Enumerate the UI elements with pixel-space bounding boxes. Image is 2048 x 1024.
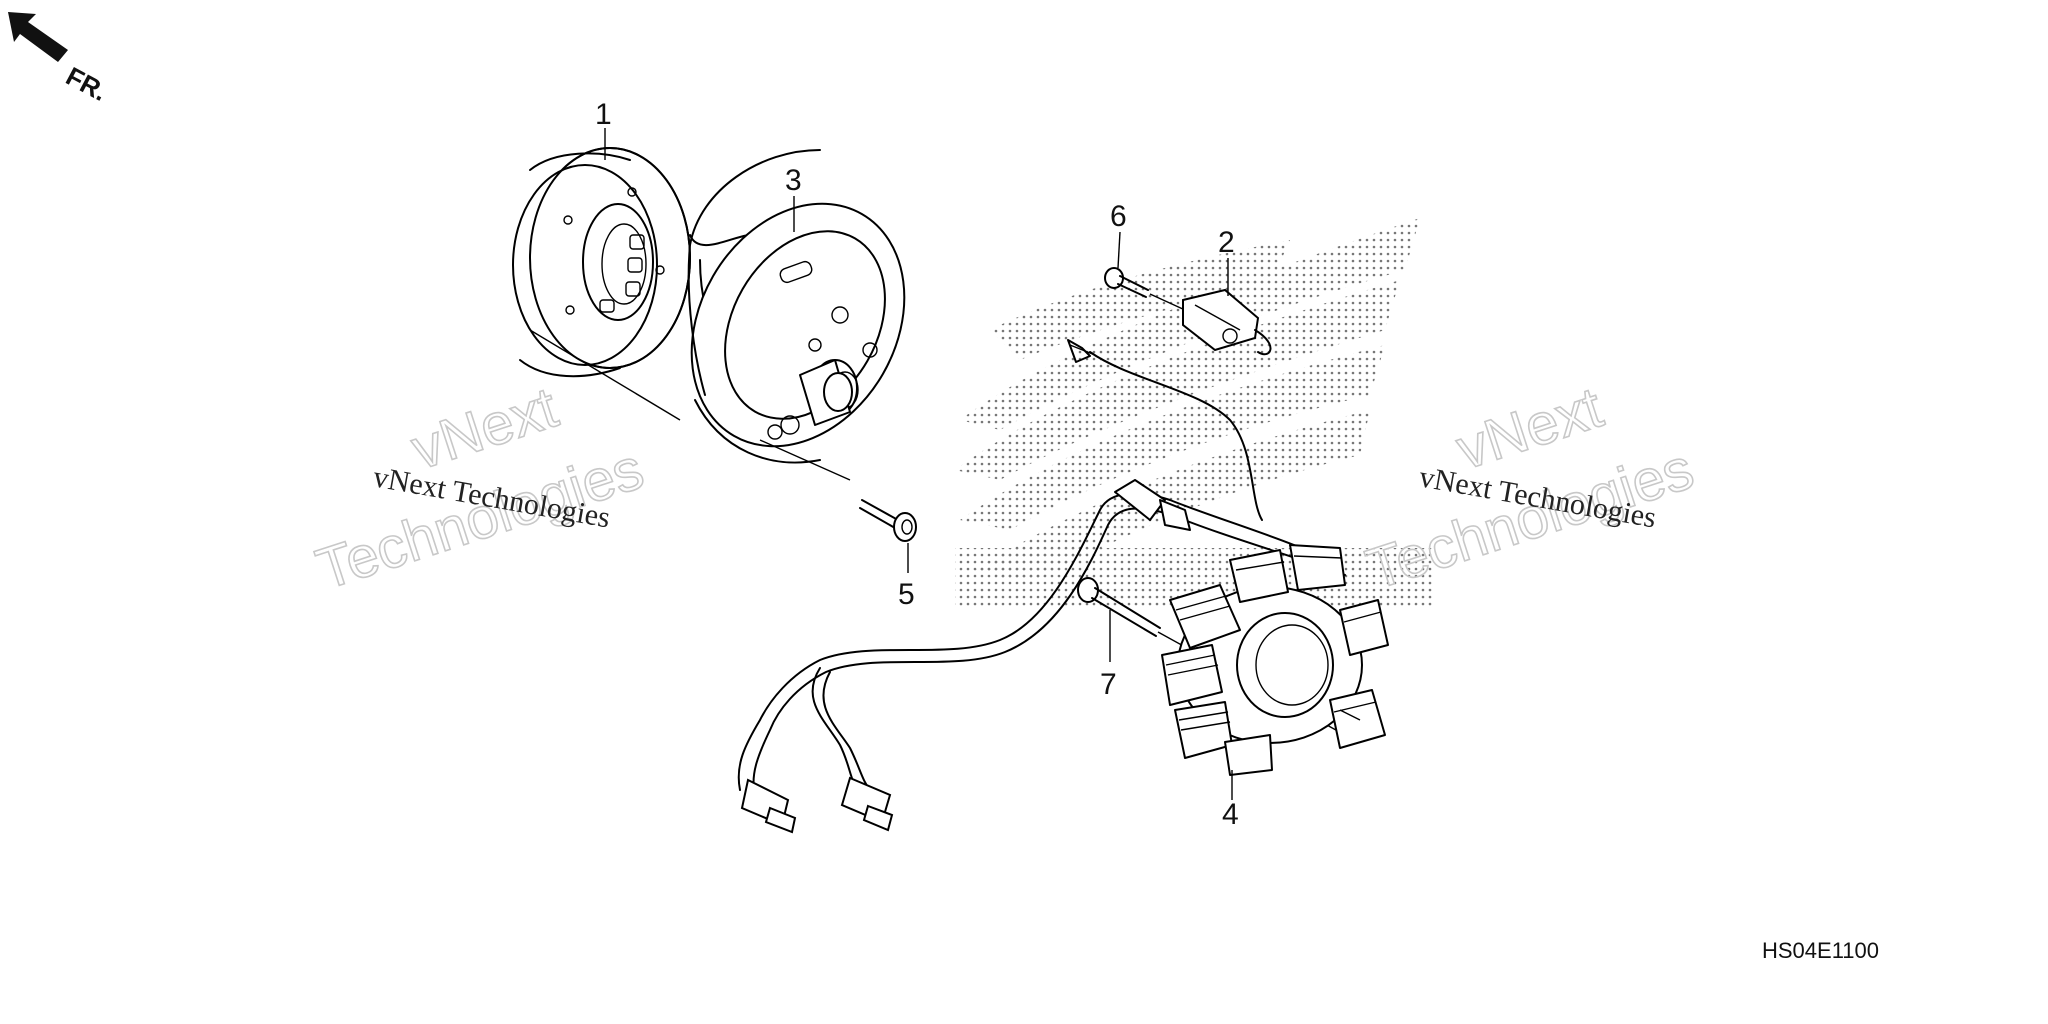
part-6-bolt (1104, 267, 1186, 311)
callout-5: 5 (898, 578, 915, 611)
wire-harness (737, 479, 1346, 834)
leader-lines (604, 128, 1233, 800)
callout-3: 3 (785, 164, 802, 197)
part-3-flywheel (687, 149, 906, 481)
front-label: FR. (61, 61, 112, 107)
callout-1: 1 (595, 98, 612, 131)
wing-logo-halftone (955, 218, 1435, 606)
callout-2: 2 (1218, 226, 1235, 259)
front-direction-arrow-icon (8, 12, 68, 62)
part-4-stator (1161, 544, 1389, 776)
pulse-generator-wire (1067, 339, 1263, 521)
callout-7: 7 (1100, 668, 1117, 701)
callout-4: 4 (1222, 798, 1239, 831)
part-1-starter-clutch (512, 147, 691, 421)
part-5-flange-bolt (859, 499, 917, 542)
diagram-code: HS04E1100 (1762, 938, 1879, 963)
callout-6: 6 (1110, 200, 1127, 233)
part-2-pulse-generator (1182, 288, 1272, 356)
